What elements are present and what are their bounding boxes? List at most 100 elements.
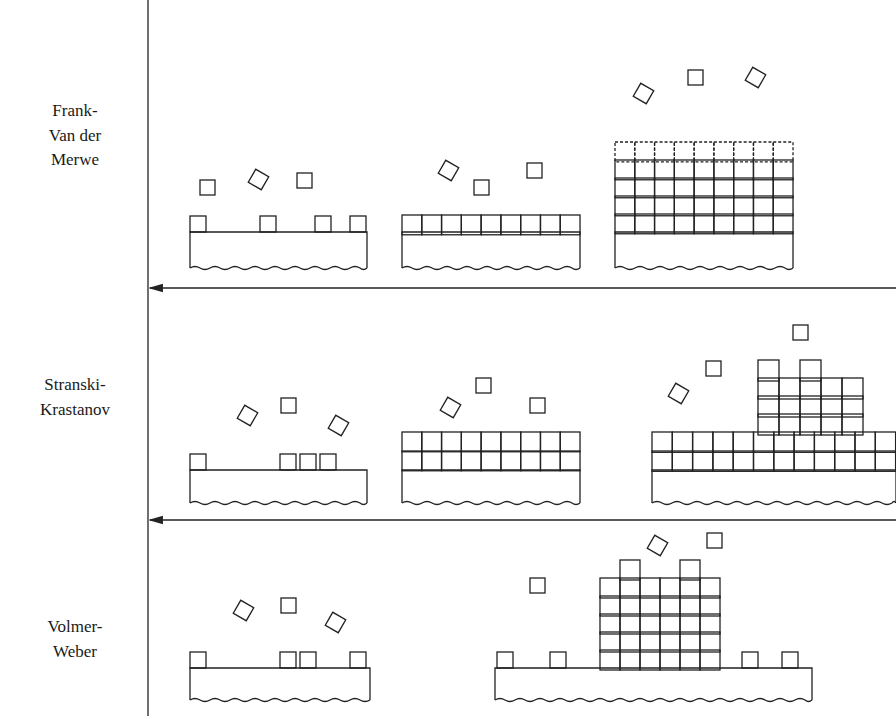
atom — [672, 432, 692, 452]
atom — [501, 215, 521, 235]
atom — [753, 142, 773, 162]
atom — [800, 360, 821, 381]
atom — [660, 650, 680, 670]
atom — [875, 451, 895, 471]
atom — [280, 454, 296, 470]
atom — [875, 432, 895, 452]
atom — [615, 196, 635, 216]
atom — [707, 533, 722, 548]
atom — [190, 454, 206, 470]
substrate — [615, 232, 793, 268]
atom — [560, 432, 580, 452]
atom — [753, 196, 773, 216]
substrate-edge — [495, 699, 812, 702]
atom — [422, 432, 442, 452]
atom — [794, 451, 814, 471]
substrate — [495, 668, 812, 700]
atom — [674, 178, 694, 198]
atom — [655, 160, 675, 180]
atom — [734, 178, 754, 198]
atom — [793, 325, 808, 340]
atom — [700, 650, 720, 670]
drawing — [148, 0, 896, 716]
atom — [655, 214, 675, 234]
atom — [540, 432, 560, 452]
atom — [615, 160, 635, 180]
atom — [660, 614, 680, 634]
atom — [600, 614, 620, 634]
atom — [680, 650, 700, 670]
substrate — [190, 232, 367, 268]
growth-mode-name: Stranski- Krastanov — [38, 373, 112, 422]
atom — [297, 173, 312, 188]
separator-arrow — [150, 287, 896, 289]
atom — [672, 451, 692, 471]
incoming-atom — [438, 160, 458, 180]
atom — [635, 142, 655, 162]
substrate-edge — [190, 502, 367, 505]
atom — [615, 178, 635, 198]
atom — [652, 432, 672, 452]
atom — [694, 160, 714, 180]
atom — [640, 596, 660, 616]
atom — [660, 578, 680, 598]
atom — [714, 160, 734, 180]
atom — [714, 178, 734, 198]
atom — [640, 614, 660, 634]
atom — [655, 142, 675, 162]
atom — [655, 178, 675, 198]
atom — [714, 196, 734, 216]
incoming-atom — [325, 612, 345, 632]
atom — [550, 652, 566, 668]
atom — [600, 632, 620, 652]
atom — [600, 596, 620, 616]
atom — [700, 578, 720, 598]
atom — [714, 214, 734, 234]
atom — [674, 160, 694, 180]
atom — [620, 596, 640, 616]
atom — [700, 614, 720, 634]
atom — [640, 578, 660, 598]
atom — [442, 451, 462, 471]
atom — [540, 451, 560, 471]
atom — [497, 652, 513, 668]
atom — [521, 215, 541, 235]
atom — [461, 215, 481, 235]
atom — [281, 598, 296, 613]
axis-line — [147, 0, 148, 716]
substrate-edge — [190, 699, 370, 702]
atom — [620, 578, 640, 598]
atom — [706, 361, 721, 376]
atom — [560, 215, 580, 235]
atom — [481, 432, 501, 452]
atom — [200, 180, 215, 195]
atom — [753, 178, 773, 198]
atom — [773, 142, 793, 162]
substrate — [190, 668, 370, 700]
atom — [474, 180, 489, 195]
growth-mode-name: Volmer- Weber — [38, 615, 112, 664]
atom — [773, 214, 793, 234]
atom — [442, 215, 462, 235]
atom — [680, 614, 700, 634]
atom — [742, 652, 758, 668]
atom — [713, 451, 733, 471]
substrate-edge — [190, 267, 367, 270]
atom — [754, 451, 774, 471]
substrate — [652, 470, 896, 503]
incoming-atom — [633, 83, 653, 103]
atom — [734, 160, 754, 180]
atom — [774, 451, 794, 471]
atom — [734, 196, 754, 216]
atom — [674, 196, 694, 216]
atom — [481, 451, 501, 471]
atom — [540, 215, 560, 235]
atom — [652, 451, 672, 471]
atom — [635, 160, 655, 180]
incoming-atom — [440, 397, 460, 417]
incoming-atom — [233, 600, 253, 620]
atom — [835, 451, 855, 471]
substrate-edge — [652, 502, 896, 505]
atom — [855, 451, 875, 471]
substrate — [402, 470, 580, 503]
